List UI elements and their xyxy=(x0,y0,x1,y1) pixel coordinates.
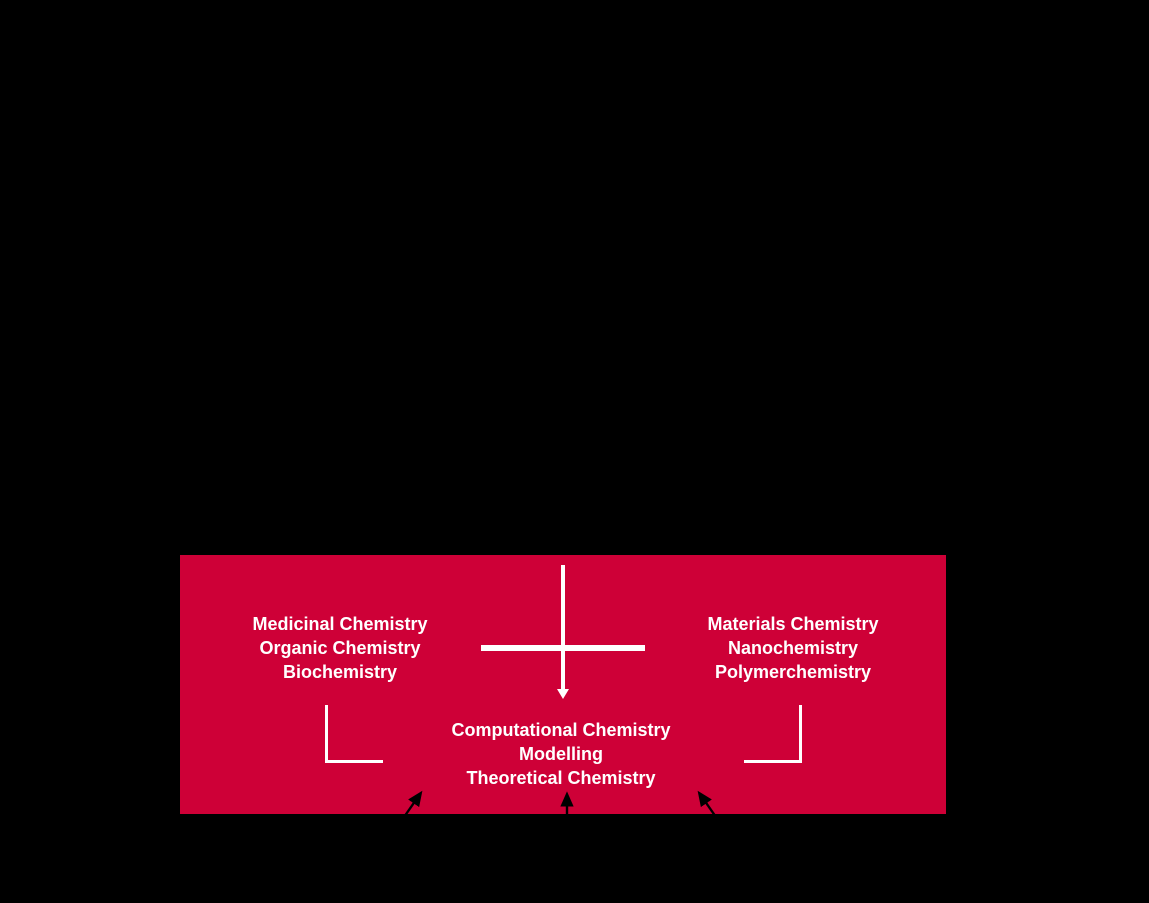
left-discipline-line: Biochemistry xyxy=(282,662,398,682)
left-discipline-line: Medicinal Chemistry xyxy=(252,614,428,634)
left-bracket xyxy=(325,705,383,763)
center-discipline-line: Computational Chemistry xyxy=(451,720,671,740)
left-discipline-line: Organic Chemistry xyxy=(259,638,421,658)
cross-vertical-line xyxy=(561,565,565,691)
center-discipline-line: Modelling xyxy=(519,744,603,764)
right-discipline-line: Materials Chemistry xyxy=(707,614,879,634)
down-arrow-icon xyxy=(557,689,569,699)
center-discipline-line: Theoretical Chemistry xyxy=(466,768,656,788)
right-bracket xyxy=(744,705,802,763)
right-disciplines-group: Materials Chemistry Nanochemistry Polyme… xyxy=(653,612,933,684)
right-discipline-line: Nanochemistry xyxy=(727,638,859,658)
center-disciplines-group: Computational Chemistry Modelling Theore… xyxy=(421,718,701,790)
right-discipline-line: Polymerchemistry xyxy=(714,662,872,682)
left-disciplines-group: Medicinal Chemistry Organic Chemistry Bi… xyxy=(200,612,480,684)
